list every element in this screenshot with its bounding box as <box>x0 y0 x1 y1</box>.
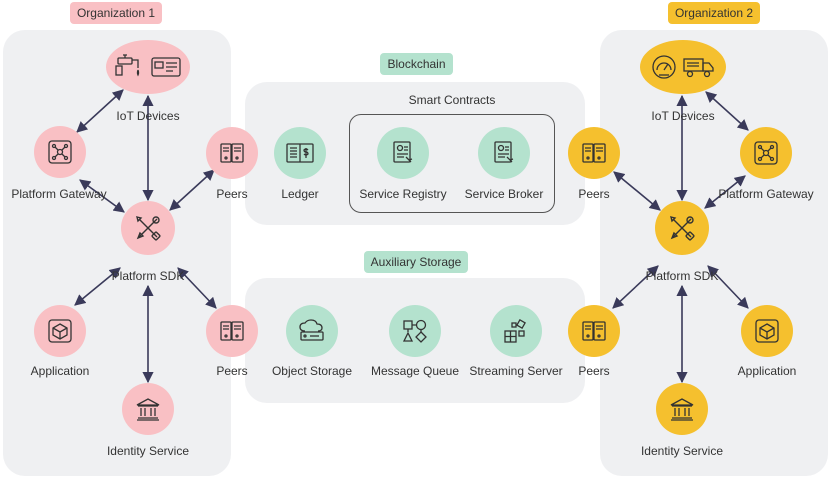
org1-title: Organization 1 <box>70 2 162 24</box>
edge-o2-sdk-app <box>707 265 749 309</box>
edge-o1-peers-sdk <box>169 169 215 211</box>
org2-iot-devices <box>640 40 726 94</box>
ledger-book-icon <box>286 142 314 164</box>
org2-peers-bottom <box>568 305 620 357</box>
object-storage-label: Object Storage <box>271 364 353 378</box>
org1-platform-gateway <box>34 126 86 178</box>
org1-sdk-label: Platform SDK <box>111 269 185 283</box>
tools-icon <box>134 214 162 242</box>
org1-application-label: Application <box>30 364 90 378</box>
org1-application <box>34 305 86 357</box>
service-registry-label: Service Registry <box>359 187 447 201</box>
org2-application <box>741 305 793 357</box>
stream-grid-icon <box>503 318 529 344</box>
smart-contracts-title: Smart Contracts <box>408 93 496 107</box>
org2-application-label: Application <box>737 364 797 378</box>
cube-box-icon <box>47 318 73 344</box>
org2-peers-top-label: Peers <box>578 187 610 201</box>
org1-gateway-label: Platform Gateway <box>11 187 107 201</box>
org1-peers-top <box>206 127 258 179</box>
org1-peers-bottom-label: Peers <box>216 364 248 378</box>
object-storage-node <box>286 305 338 357</box>
edge-o2-gateway-sdk <box>704 175 746 209</box>
streaming-server-node <box>490 305 542 357</box>
streaming-server-label: Streaming Server <box>469 364 563 378</box>
org1-peers-top-label: Peers <box>216 187 248 201</box>
org2-platform-gateway <box>740 127 792 179</box>
queue-shapes-icon <box>402 318 428 344</box>
org1-iot-devices <box>106 40 190 94</box>
truck-icon <box>683 56 715 78</box>
cube-box-icon <box>754 318 780 344</box>
message-queue-node <box>389 305 441 357</box>
ledger-node <box>274 127 326 179</box>
blockchain-title: Blockchain <box>380 53 453 75</box>
ledger-label: Ledger <box>281 187 319 201</box>
org1-identity-label: Identity Service <box>106 444 190 458</box>
server-icon <box>581 141 607 165</box>
edge-o1-sdk-peers <box>177 267 217 309</box>
edge-o1-iot-gateway <box>76 89 124 133</box>
network-hub-icon <box>47 139 73 165</box>
edge-o2-sdk-peers <box>612 265 659 309</box>
bank-icon <box>669 396 695 422</box>
server-icon <box>581 319 607 343</box>
org2-sdk-label: Platform SDK <box>645 269 719 283</box>
network-hub-icon <box>753 140 779 166</box>
org2-peers-top <box>568 127 620 179</box>
service-broker-label: Service Broker <box>464 187 544 201</box>
gauge-icon <box>651 54 677 80</box>
contract-doc-icon <box>391 140 415 166</box>
org2-platform-sdk <box>655 201 709 255</box>
org2-title: Organization 2 <box>668 2 760 24</box>
edge-o2-iot-gateway <box>705 91 749 131</box>
contract-doc-icon <box>492 140 516 166</box>
org1-peers-bottom <box>206 305 258 357</box>
faucet-icon <box>115 54 145 80</box>
edge-o1-gateway-sdk <box>79 179 125 213</box>
org1-platform-sdk <box>121 201 175 255</box>
org2-identity-service <box>656 383 708 435</box>
bank-icon <box>135 396 161 422</box>
smart-contracts-box <box>349 114 555 213</box>
service-broker-node <box>478 127 530 179</box>
org1-iot-label: IoT Devices <box>116 109 180 123</box>
tools-icon <box>668 214 696 242</box>
org2-gateway-label: Platform Gateway <box>718 187 814 201</box>
org2-identity-label: Identity Service <box>640 444 724 458</box>
edge-o2-peers-sdk <box>613 171 661 211</box>
org2-peers-bottom-label: Peers <box>578 364 610 378</box>
service-registry-node <box>377 127 429 179</box>
org1-identity-service <box>122 383 174 435</box>
cloud-storage-icon <box>298 319 326 343</box>
edge-o1-sdk-app <box>74 267 121 306</box>
storage-title: Auxiliary Storage <box>364 251 468 273</box>
card-reader-icon <box>151 56 181 78</box>
org2-iot-label: IoT Devices <box>651 109 715 123</box>
server-icon <box>219 319 245 343</box>
server-icon <box>219 141 245 165</box>
message-queue-label: Message Queue <box>370 364 460 378</box>
